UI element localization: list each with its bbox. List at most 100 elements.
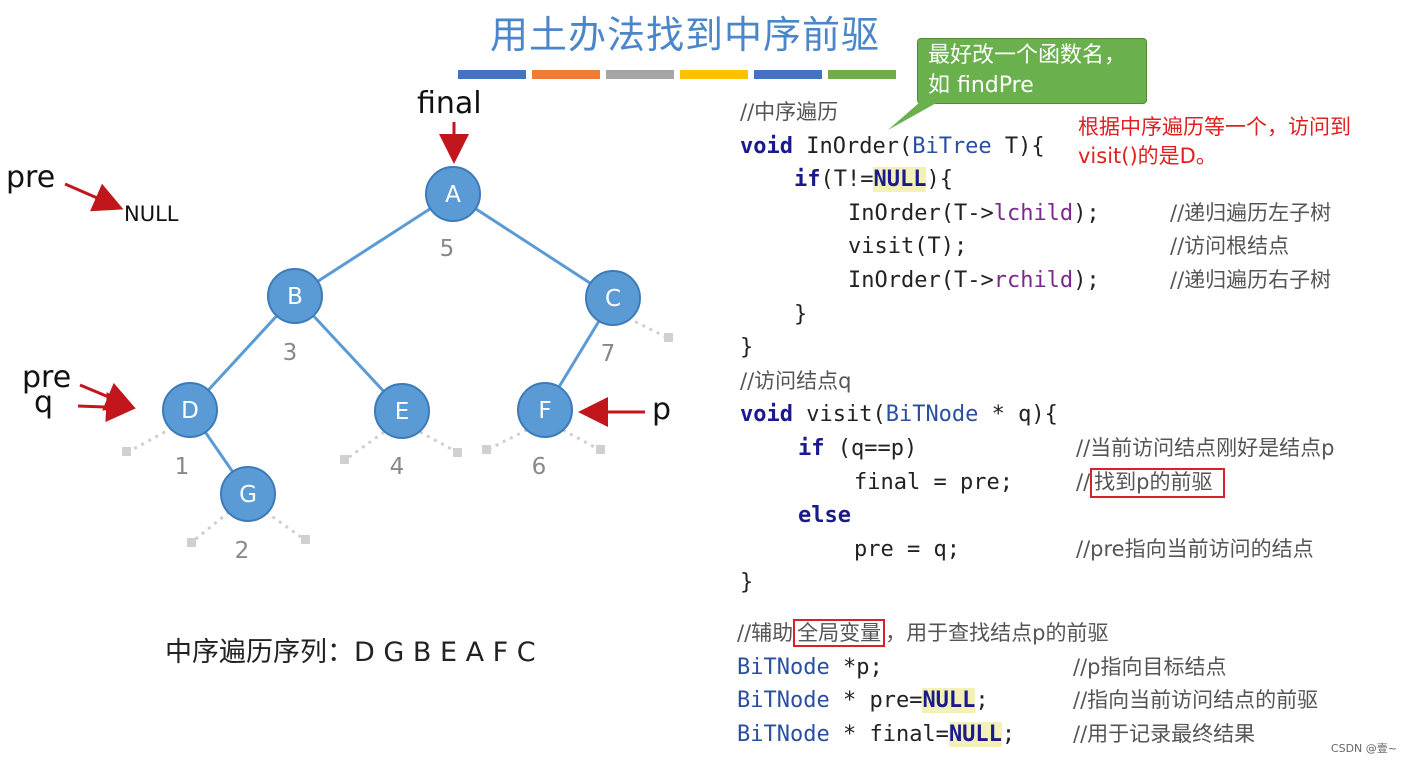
code-line: if(T!=NULL){ [740,163,1100,197]
svg-text:D: D [181,398,199,424]
slide-title: 用土办法找到中序前驱 [489,13,880,57]
red-note-line2: visit()的是D。 [1078,144,1217,168]
code-line: } [740,335,754,361]
q-label: q [34,385,54,420]
order-number-E: 4 [390,454,405,480]
code-text: ; [1001,721,1016,747]
pre-label-left: pre [22,360,72,395]
code-line: BiTNode * pre=NULL;//指向当前访问结点的前驱 [737,684,1318,718]
code-text: ){ [926,167,953,193]
svg-text:F: F [538,398,551,424]
node-A: A [425,166,481,222]
order-number-F: 6 [532,454,547,480]
code-comment: //指向当前访问结点的前驱 [1073,688,1319,713]
highlight-box-find-pred: 找到p的前驱 [1090,467,1225,498]
color-bar [532,70,600,79]
callout-tail [888,102,938,130]
code-comment: //递归遍历右子树 [1170,267,1332,292]
node-E: E [374,383,430,439]
code-text: final = pre; [854,469,1013,495]
code-null: NULL [948,721,1002,747]
code-text: InOrder(T-> [848,200,994,226]
svg-text:A: A [445,182,461,208]
code-comment: //p指向目标结点 [1073,654,1227,679]
color-bar [754,70,822,79]
code-line: BiTNode *p;//p指向目标结点 [737,651,1226,685]
p-label: p [652,392,672,427]
globals-block: //辅助全局变量，用于查找结点p的前驱 BiTNode *p;//p指向目标结点… [737,617,1318,751]
code-comment: //找到p的前驱 [1076,466,1225,500]
order-number-B: 3 [283,340,298,366]
code-comment-prefix: // [1076,469,1091,494]
code-comment-prefix: //辅助 [737,621,794,645]
code-text: visit( [792,402,886,428]
code-line: else [740,499,1100,533]
code-text: (T!= [820,167,874,193]
code-line: } [794,301,808,327]
code-line: InOrder(T->lchild);//递归遍历左子树 [740,197,1331,231]
svg-text:E: E [395,399,410,425]
code-line: pre = q; //pre指向当前访问的结点 [740,533,1314,567]
highlight-box-global-vars: 全局变量 [793,619,886,647]
order-number-C: 7 [601,341,616,367]
code-line: visit(T);//访问根结点 [740,230,1289,264]
code-line: } [740,570,754,596]
code-line: void InOrder(BiTree T){ [740,130,1100,164]
code-type: BiTNode [885,402,979,428]
code-type: BiTNode [737,688,830,714]
order-number-D: 1 [175,454,190,480]
code-text: * q){ [978,402,1058,428]
code-keyword: void [740,133,793,159]
code-type: BiTree [912,133,992,159]
color-bar [458,70,526,79]
source-watermark: CSDN @壹~ [1330,742,1397,755]
code-comment: //中序遍历 [740,100,839,124]
null-markers [122,333,673,547]
code-line: final = pre; //找到p的前驱 [740,466,1225,500]
code-comment: //当前访问结点刚好是结点p [1076,435,1335,460]
node-B: B [267,268,323,324]
inorder-sequence: 中序遍历序列：D G B E A F C [165,637,536,668]
code-text: * pre= [829,688,923,714]
pointer-arrows [64,122,645,427]
code-text: ; [975,688,989,714]
code-keyword: else [798,503,851,529]
red-note-line1: 根据中序遍历等一个，访问到 [1078,115,1351,139]
node-F: F [517,382,573,438]
svg-text:G: G [239,482,257,508]
code-comment: //递归遍历左子树 [1170,200,1332,225]
code-line: void visit(BiTNode * q){ [740,398,1100,432]
binary-tree-diagram: A B C D E F G 5 3 7 1 4 6 2 [64,122,673,564]
code-comment: //用于记录最终结果 [1073,721,1256,746]
code-text: InOrder(T-> [848,267,994,293]
null-edges [127,316,669,544]
code-keyword: if [794,167,821,193]
code-line: if (q==p) //当前访问结点刚好是结点p [740,432,1334,466]
code-comment: //pre指向当前访问的结点 [1076,536,1314,561]
pre-label-top: pre [6,160,56,195]
code-keyword: if [798,435,825,461]
code-comment: //访问根结点 [1170,234,1290,259]
code-type: BiTNode [737,654,830,680]
code-type: BiTNode [737,721,830,747]
code-text: T){ [991,133,1045,159]
code-comment: //访问结点q [740,368,852,393]
code-keyword: void [740,402,793,428]
color-bar [828,70,896,79]
node-C: C [585,270,641,326]
code-text: * final= [829,721,949,747]
tree-edges [188,192,615,495]
code-text: (q==p) [824,435,918,461]
svg-text:B: B [287,284,303,310]
final-label: final [417,86,482,121]
color-bars [458,64,902,79]
code-field: lchild [993,200,1074,226]
code-comment-suffix: ，用于查找结点p的前驱 [885,621,1109,645]
callout-bubble: 最好改一个函数名，如 findPre [917,38,1147,104]
node-G: G [220,466,276,522]
code-text: InOrder( [792,133,913,159]
code-null: NULL [873,167,927,193]
color-bar [606,70,674,79]
code-text: pre = q; [854,536,960,562]
code-field: rchild [993,267,1074,293]
